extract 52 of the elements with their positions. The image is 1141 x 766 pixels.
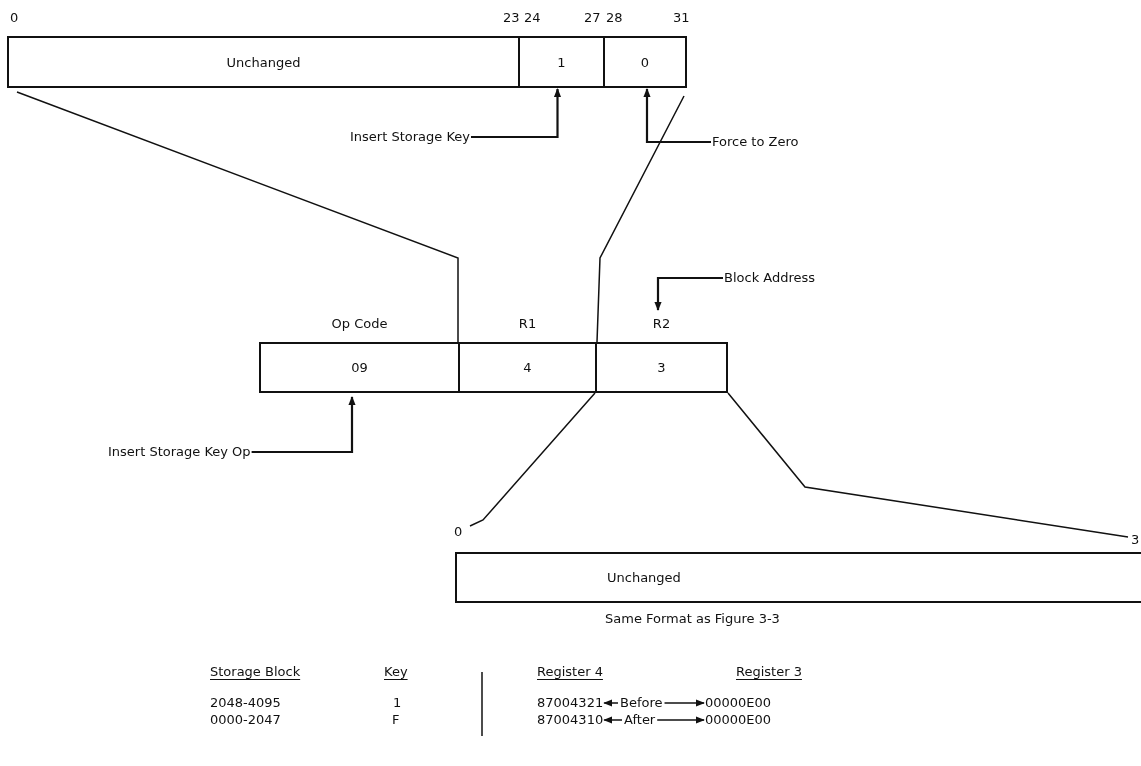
bit-number: 23 xyxy=(503,10,520,26)
register-field xyxy=(7,36,520,88)
field-value: 4 xyxy=(523,360,532,375)
register-field xyxy=(595,342,728,393)
figure-caption: Same Format as Figure 3-3 xyxy=(605,611,780,627)
field-value: 1 xyxy=(557,54,566,70)
table-cell: 0000-2047 xyxy=(210,712,281,728)
leader-arrow xyxy=(654,276,723,311)
callout-label: Block Address xyxy=(724,270,816,286)
table-cell: 2048-4095 xyxy=(210,695,281,711)
callout-label: Insert Storage Key xyxy=(350,129,470,145)
expansion-line xyxy=(469,392,596,527)
table-cell: 87004321 xyxy=(537,695,604,711)
register-field xyxy=(458,342,597,393)
expansion-line xyxy=(16,91,459,343)
bit-number: 3 xyxy=(1131,532,1140,548)
table-cell: 00000E00 xyxy=(705,695,772,711)
bit-number: 28 xyxy=(606,10,623,26)
table-cell: F xyxy=(392,712,400,728)
expansion-line xyxy=(727,392,1129,538)
field-value: 09 xyxy=(351,360,368,375)
expansion-line xyxy=(596,95,685,343)
table-cell: 87004310 xyxy=(537,712,604,728)
leader-arrow xyxy=(471,88,562,139)
bit-number: 0 xyxy=(454,524,463,540)
field-value: 3 xyxy=(657,360,666,375)
table-cell: 00000E00 xyxy=(705,712,772,728)
field-heading: R1 xyxy=(518,316,537,332)
leader-arrow xyxy=(643,88,711,144)
callout-label: Insert Storage Key Op xyxy=(108,444,251,460)
register-field xyxy=(603,36,687,88)
bit-number: 24 xyxy=(524,10,541,26)
leader-arrow xyxy=(251,396,356,454)
column-header: Storage Block xyxy=(210,664,301,680)
callout-label: Force to Zero xyxy=(712,134,799,150)
field-value: 0 xyxy=(640,54,650,70)
field-value: Unchanged xyxy=(607,570,681,585)
table-cell: 1 xyxy=(393,695,402,711)
column-header: Register 4 xyxy=(537,664,603,680)
field-value: Unchanged xyxy=(226,54,301,70)
field-heading: Op Code xyxy=(331,316,388,332)
table-cell: Before xyxy=(620,695,663,711)
column-header: Key xyxy=(384,664,408,680)
column-header: Register 3 xyxy=(736,664,802,680)
field-heading: R2 xyxy=(652,316,671,332)
register-field xyxy=(518,36,605,88)
bit-number: 0 xyxy=(10,10,19,26)
table-cell: After xyxy=(624,712,656,728)
register-field xyxy=(259,342,460,393)
register-field xyxy=(455,552,1141,603)
bit-number: 31 xyxy=(673,10,690,26)
bit-number: 27 xyxy=(584,10,601,26)
